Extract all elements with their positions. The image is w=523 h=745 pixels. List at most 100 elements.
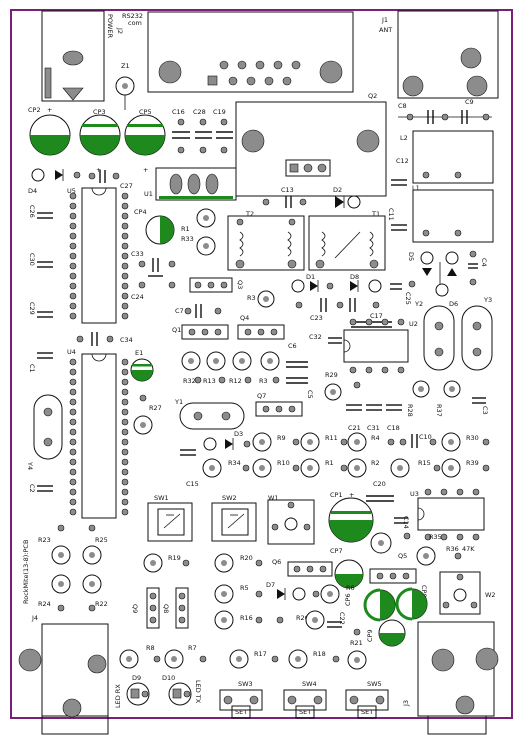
svg-text:R24: R24 (38, 600, 51, 608)
ic-pin (69, 192, 77, 200)
j2-power-jack: J2 POWER (41, 10, 124, 102)
svg-text:SW4: SW4 (302, 680, 317, 688)
svg-text:D4: D4 (28, 187, 37, 195)
label-j2: J2 (116, 27, 124, 34)
r29: R29 (324, 371, 361, 401)
label-power: POWER (106, 14, 114, 39)
sw2: SW2 (211, 494, 257, 542)
d9-led-rx: D9 LED RX (114, 674, 150, 708)
l2: L2 (400, 130, 494, 184)
svg-text:+: + (143, 166, 148, 174)
svg-text:R5: R5 (240, 584, 249, 592)
z1: Z1 (115, 62, 135, 110)
e1: E1 (130, 349, 154, 382)
svg-text:CP5: CP5 (139, 108, 152, 116)
c12: C12 (391, 157, 409, 186)
svg-text:ANT: ANT (379, 26, 392, 34)
svg-text:U5: U5 (67, 187, 76, 195)
svg-text:R33: R33 (181, 235, 194, 243)
y2-d6-y3: Y2 D6 Y3 (414, 283, 493, 371)
c11: C11 (387, 208, 407, 231)
d3: D3 (203, 430, 251, 451)
svg-text:Q6: Q6 (272, 558, 281, 566)
svg-text:W1: W1 (268, 494, 279, 502)
cp7: CP7 (330, 547, 364, 589)
svg-text:C26: C26 (28, 205, 36, 218)
svg-text:R12: R12 (229, 377, 242, 385)
r3-top: R3 (247, 290, 275, 308)
svg-text:C5: C5 (306, 390, 314, 399)
svg-text:R32: R32 (183, 377, 196, 385)
cp9: CP9 (366, 619, 406, 647)
ic-pin (69, 498, 77, 506)
q1: Q1 (172, 324, 229, 340)
ic-pin (69, 272, 77, 280)
r19: R19 (143, 553, 190, 573)
svg-text:Q4: Q4 (240, 314, 249, 322)
cp1: CP1 + (328, 491, 374, 543)
svg-text:Q1: Q1 (172, 326, 181, 334)
ic-pin (121, 378, 129, 386)
u2-ic: U2 (343, 318, 418, 374)
svg-text:C19: C19 (213, 108, 226, 116)
svg-text:R15: R15 (418, 459, 431, 467)
svg-text:SET: SET (235, 708, 247, 716)
y4-crystal: Y4 (26, 394, 63, 470)
t1: T1 (308, 210, 386, 271)
ic-pin (69, 418, 77, 426)
svg-text:C28: C28 (193, 108, 206, 116)
svg-text:R16: R16 (240, 614, 253, 622)
svg-text:R13: R13 (203, 377, 216, 385)
svg-text:D10: D10 (162, 674, 175, 682)
svg-text:C17: C17 (370, 312, 383, 320)
c10-r30: C10 R30 (399, 432, 490, 452)
svg-text:SW1: SW1 (154, 494, 169, 502)
svg-text:U2: U2 (409, 320, 418, 328)
svg-text:R1: R1 (325, 459, 334, 467)
svg-text:R37: R37 (435, 404, 443, 417)
ic-pin (69, 378, 77, 386)
ic-pin (121, 408, 129, 416)
svg-text:D6: D6 (449, 300, 458, 308)
svg-text:CP4: CP4 (134, 208, 147, 216)
svg-text:Q5: Q5 (398, 552, 407, 560)
svg-text:C9: C9 (465, 98, 474, 106)
j3-jack: J3 (402, 621, 499, 735)
ic-pin (121, 418, 129, 426)
sw4: SW4 SET (283, 680, 327, 719)
svg-text:C10: C10 (419, 433, 432, 441)
svg-text:R3: R3 (247, 294, 256, 302)
y1-crystal: Y1 (174, 398, 245, 430)
svg-text:C27: C27 (120, 182, 133, 190)
c33-c24: C33 C24 (131, 250, 176, 301)
c20: C20 (366, 480, 394, 502)
ic-pin (121, 212, 129, 220)
c2: C2 (28, 484, 53, 493)
svg-text:R26: R26 (296, 614, 309, 622)
ic-pin (121, 458, 129, 466)
svg-text:U4: U4 (67, 348, 76, 356)
svg-text:C18: C18 (387, 424, 400, 432)
left-column-caps: C26 C30 C29 C1 (28, 205, 53, 373)
svg-text:C34: C34 (120, 336, 133, 344)
ic-pin (69, 358, 77, 366)
svg-text:R29: R29 (325, 371, 338, 379)
svg-text:+: + (47, 106, 52, 114)
u4-ic: U4 (67, 348, 117, 519)
ic-pin (121, 358, 129, 366)
c16-c28-c19: C16 C28 C19 (172, 108, 233, 154)
svg-text:U1: U1 (144, 190, 153, 198)
ic-pin (69, 428, 77, 436)
svg-text:Q2: Q2 (368, 92, 377, 100)
ic-pin (121, 388, 129, 396)
svg-text:C31: C31 (367, 424, 380, 432)
ic-pin (121, 242, 129, 250)
sw1: SW1 (147, 494, 193, 542)
c22: C22 (327, 612, 346, 628)
svg-text:C3: C3 (481, 406, 489, 415)
svg-text:T2: T2 (245, 210, 254, 218)
q5: Q5 (369, 552, 417, 584)
svg-text:D1: D1 (306, 273, 315, 281)
svg-text:C7: C7 (175, 307, 184, 315)
svg-text:L1: L1 (412, 184, 420, 192)
